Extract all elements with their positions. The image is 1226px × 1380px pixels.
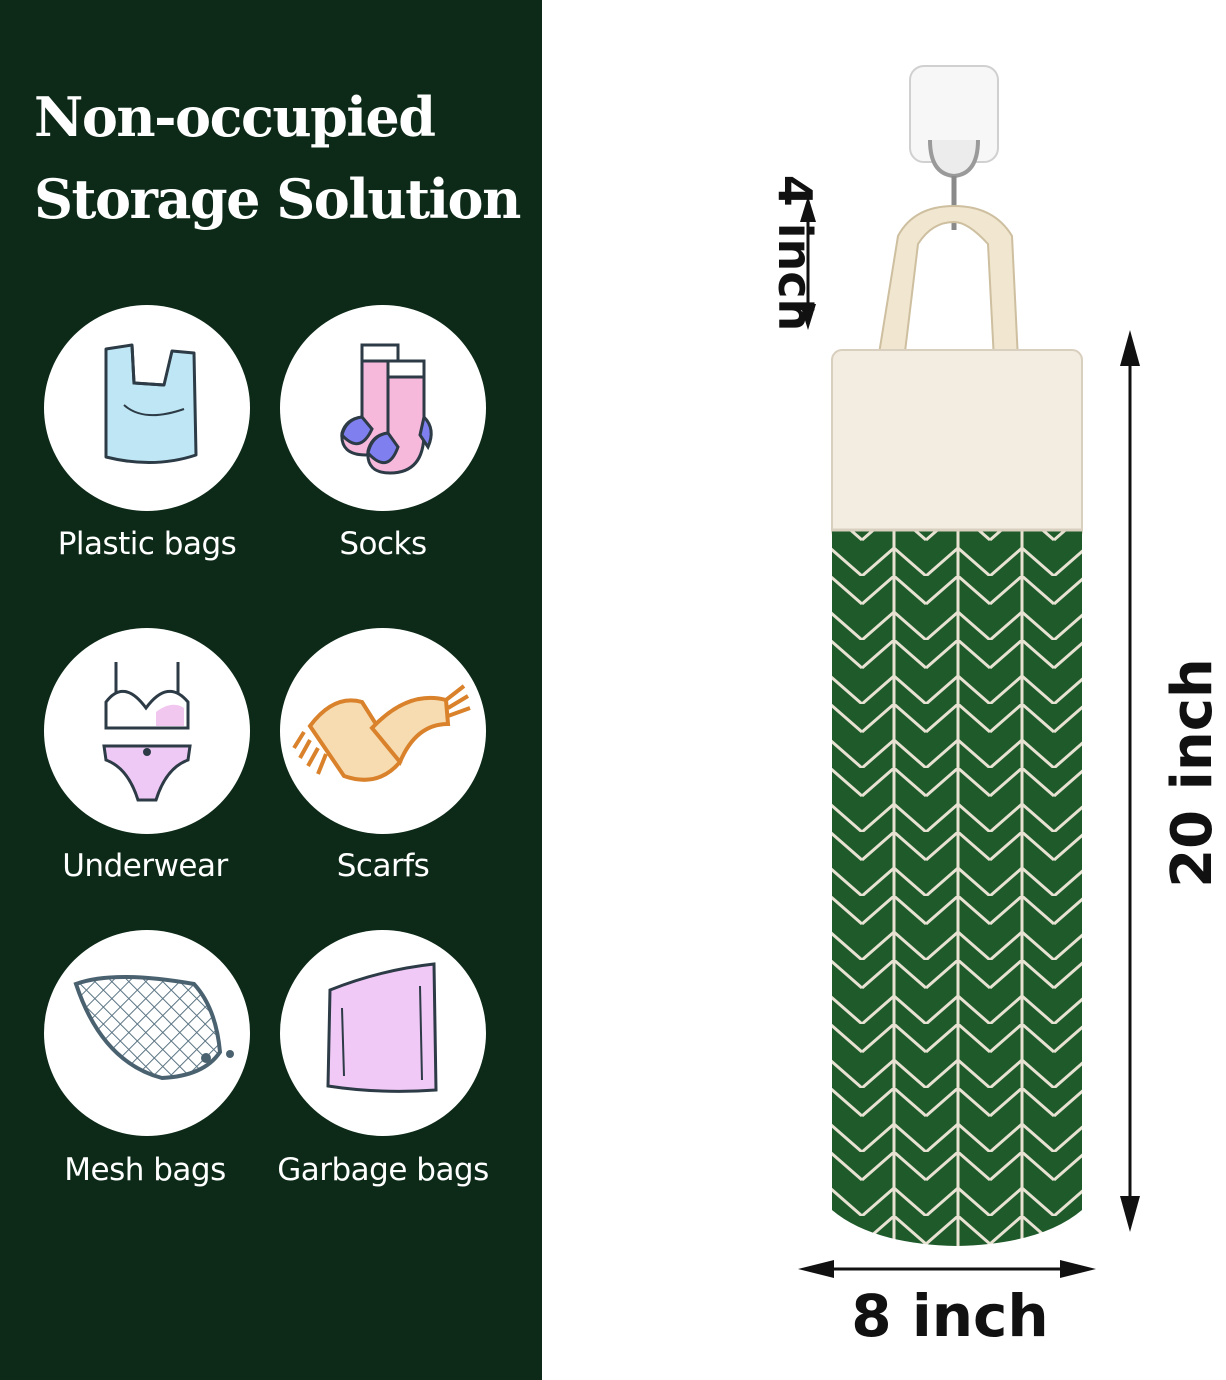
- garbage-bag-icon: [280, 930, 486, 1136]
- underwear-icon: [44, 628, 250, 834]
- bag-body: [831, 349, 1083, 1246]
- headline-line-2: Storage Solution: [34, 167, 521, 231]
- caption-socks: Socks: [339, 526, 427, 562]
- caption-plastic-bags: Plastic bags: [57, 526, 237, 562]
- bag-height-label: 20 inch: [1160, 658, 1225, 888]
- socks-icon: [280, 305, 486, 511]
- right-panel: [542, 0, 1200, 1380]
- headline-line-1: Non-occupied: [34, 85, 436, 149]
- plastic-bag-icon: [44, 305, 250, 511]
- caption-scarfs: Scarfs: [336, 848, 430, 884]
- hanging-strap: [876, 204, 1020, 361]
- headline: Non-occupied Storage Solution: [34, 76, 521, 240]
- caption-garbage-bags: Garbage bags: [277, 1152, 489, 1188]
- hanger-length-label: 4 inch: [768, 174, 822, 332]
- caption-mesh-bags: Mesh bags: [64, 1152, 226, 1188]
- bag-width-label: 8 inch: [851, 1282, 1049, 1350]
- dimension-arrows: [798, 196, 1140, 1278]
- product-illustration: [798, 65, 1140, 1278]
- wall-hook: [909, 65, 999, 230]
- left-panel: Non-occupied Storage Solution Plastic ba…: [0, 0, 542, 1380]
- scarf-icon: [280, 628, 486, 834]
- caption-underwear: Underwear: [62, 848, 228, 884]
- mesh-bag-icon: [44, 930, 250, 1136]
